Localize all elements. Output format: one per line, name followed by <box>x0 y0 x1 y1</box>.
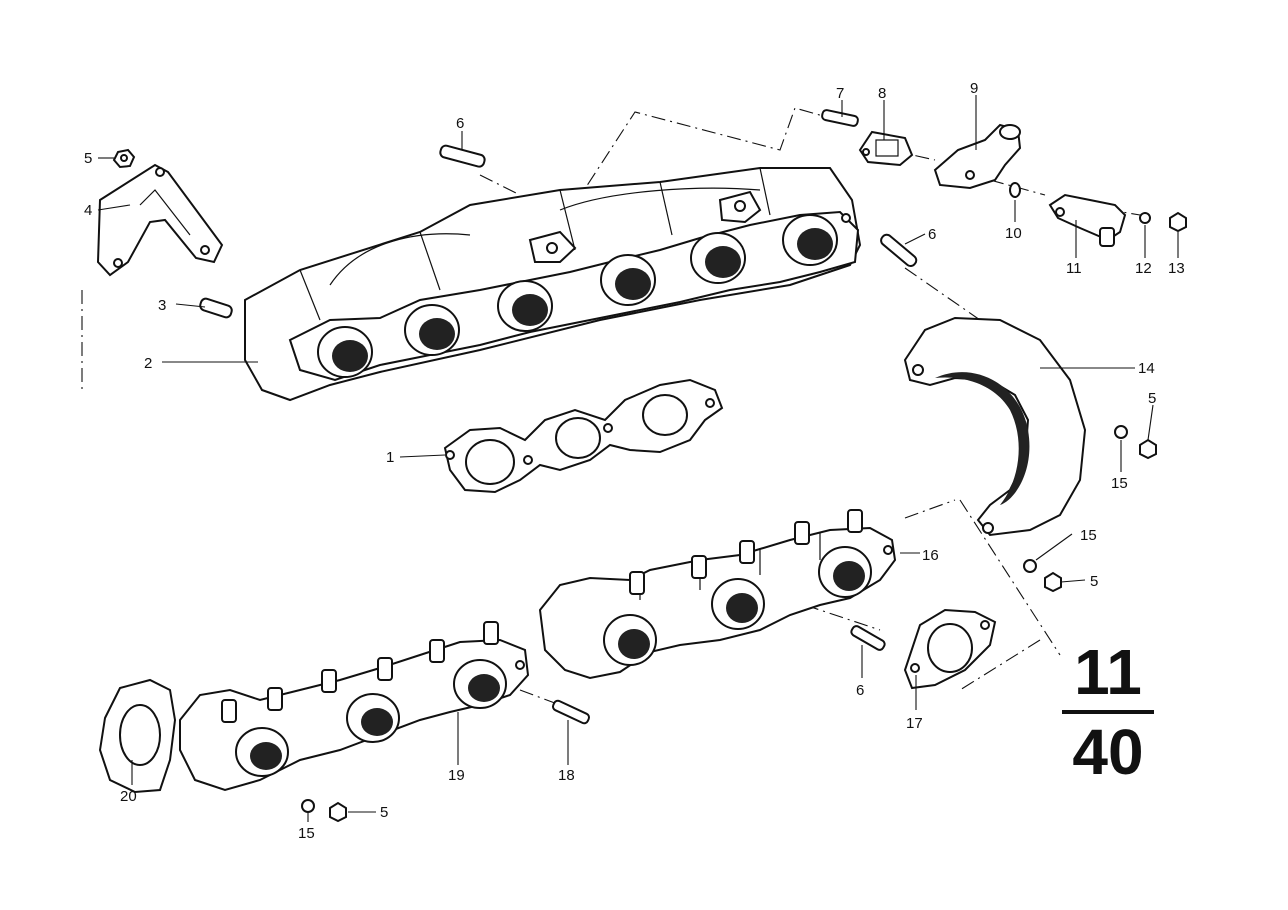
callout-labels: 5 4 3 2 1 6 7 8 9 10 11 12 13 6 14 5 15 … <box>84 80 1185 842</box>
stud-part-6-top <box>439 144 486 168</box>
washer-part-15-bottom <box>301 799 315 813</box>
callout-5-right-top: 5 <box>1148 390 1156 407</box>
callout-10: 10 <box>1005 225 1022 242</box>
callout-5-bottom: 5 <box>380 804 388 821</box>
exhaust-manifold-part-19 <box>179 621 530 792</box>
callout-13: 13 <box>1168 260 1185 277</box>
nut-part-5-right-top <box>1139 438 1157 460</box>
stud-part-3 <box>199 297 233 319</box>
callout-12: 12 <box>1135 260 1152 277</box>
flange-part-8 <box>858 130 914 167</box>
callout-18: 18 <box>558 767 575 784</box>
housing-part-9 <box>933 123 1022 190</box>
elbow-pipe-part-14 <box>903 316 1087 537</box>
intake-manifold-part-2 <box>244 167 862 402</box>
callout-4: 4 <box>84 202 92 219</box>
bracket-part-4 <box>96 163 224 277</box>
nut-part-5-bottom <box>329 801 347 823</box>
gasket-part-17 <box>903 608 997 690</box>
callout-9: 9 <box>970 80 978 97</box>
callout-15-right-mid: 15 <box>1080 527 1097 544</box>
nut-part-5-top <box>112 148 136 169</box>
washer-part-12 <box>1139 212 1151 224</box>
stud-part-6-right <box>880 233 918 268</box>
callout-2: 2 <box>144 355 152 372</box>
washer-part-15-right-top <box>1114 425 1128 439</box>
page-number-divider <box>1062 710 1154 714</box>
stud-part-6-mid <box>850 625 886 651</box>
callout-8: 8 <box>878 85 886 102</box>
page-number-block: 11 40 <box>1058 640 1158 784</box>
callout-16: 16 <box>922 547 939 564</box>
callout-17: 17 <box>906 715 923 732</box>
washer-part-10 <box>1009 182 1021 198</box>
exhaust-manifold-part-16 <box>538 509 897 680</box>
nut-part-13 <box>1169 211 1187 233</box>
stud-part-7 <box>821 109 859 127</box>
stud-part-18 <box>551 699 591 725</box>
callout-6-top: 6 <box>456 115 464 132</box>
callout-11: 11 <box>1066 260 1082 277</box>
callout-20: 20 <box>120 788 137 805</box>
callout-7: 7 <box>836 85 844 102</box>
callout-19: 19 <box>448 767 465 784</box>
valve-part-11 <box>1048 193 1127 247</box>
gasket-part-20 <box>98 678 177 794</box>
group-number: 11 <box>1074 636 1142 708</box>
callout-6-mid: 6 <box>856 682 864 699</box>
gasket-part-1 <box>443 378 724 494</box>
callout-1: 1 <box>386 449 394 466</box>
callout-15-right-top: 15 <box>1111 475 1128 492</box>
nut-part-5-right-mid <box>1044 571 1062 593</box>
callout-3: 3 <box>158 297 166 314</box>
washer-part-15-right-mid <box>1023 559 1037 573</box>
callout-5-top: 5 <box>84 150 92 167</box>
callout-15-bottom: 15 <box>298 825 315 842</box>
callout-14: 14 <box>1138 360 1155 377</box>
page-number: 40 <box>1072 716 1144 788</box>
leader-lines <box>97 95 1179 822</box>
callout-6-right: 6 <box>928 226 936 243</box>
callout-5-right-mid: 5 <box>1090 573 1098 590</box>
